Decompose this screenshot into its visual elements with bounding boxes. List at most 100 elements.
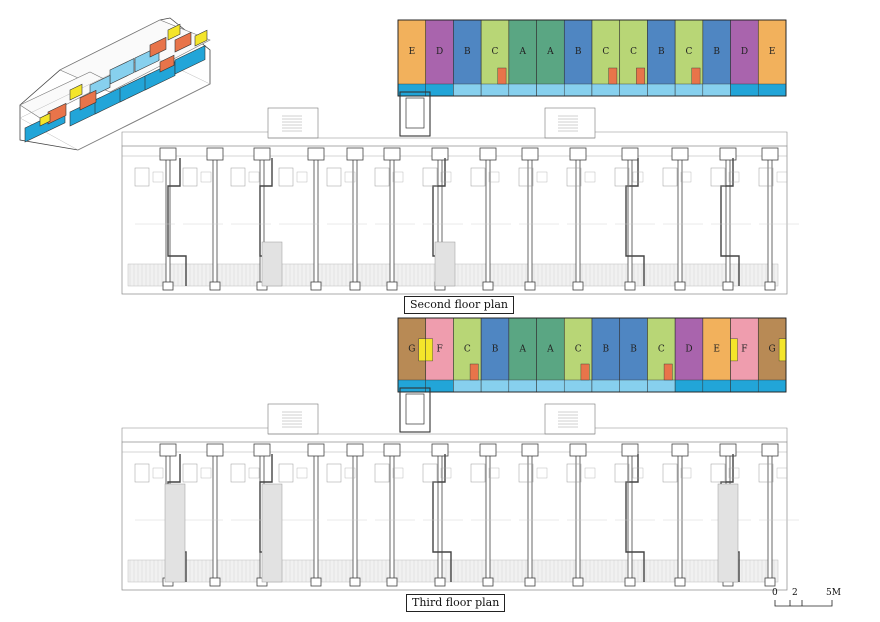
fixture	[248, 171, 260, 183]
column-head	[671, 147, 689, 161]
fixture	[200, 171, 212, 183]
column-head	[479, 443, 497, 457]
fixture	[566, 463, 582, 483]
column-head	[621, 147, 639, 161]
iso-unit-block	[39, 112, 51, 127]
unit-label-F: F	[741, 344, 747, 354]
fixture	[296, 467, 308, 479]
unit-label-C: C	[602, 47, 609, 57]
column-foot	[349, 577, 361, 587]
column-foot	[162, 281, 174, 291]
fixture	[374, 167, 390, 187]
unit-label-F: F	[436, 344, 442, 354]
building-envelope	[121, 145, 788, 295]
stair-core-right	[544, 403, 596, 435]
fixture	[728, 171, 740, 183]
column-head	[761, 147, 779, 161]
iso-unit-block	[159, 54, 175, 73]
fixture	[614, 167, 630, 187]
fixture	[422, 463, 438, 483]
unit-orange-block	[691, 67, 701, 85]
fixture	[422, 167, 438, 187]
fixture	[632, 171, 644, 183]
unit-label-C: C	[658, 344, 665, 354]
stepped-wall	[625, 454, 645, 582]
stepped-wall	[720, 158, 740, 286]
column-head	[383, 147, 401, 161]
fixture	[152, 467, 164, 479]
party-wall	[527, 449, 533, 581]
column-foot	[386, 281, 398, 291]
unit-label-A: A	[518, 47, 526, 57]
unit-yellow-block	[730, 338, 738, 362]
column-foot	[482, 281, 494, 291]
unit-label-B: B	[464, 47, 471, 57]
unit-label-B: B	[575, 47, 582, 57]
column-head	[307, 147, 325, 161]
party-wall	[437, 449, 443, 581]
column-head	[521, 443, 539, 457]
fixture	[758, 167, 774, 187]
party-wall	[575, 449, 581, 581]
column-head	[621, 443, 639, 457]
unit-label-E: E	[769, 47, 776, 57]
column-foot	[764, 281, 776, 291]
fixture	[230, 167, 246, 187]
fixture	[518, 167, 534, 187]
unit-label-B: B	[630, 344, 637, 354]
stepped-wall	[432, 454, 452, 582]
unit-key-frame	[397, 19, 787, 97]
fixture	[680, 171, 692, 183]
fixture	[470, 463, 486, 483]
fixture	[278, 463, 294, 483]
unit-label-C: C	[575, 344, 582, 354]
hatched-room	[261, 483, 283, 583]
elevator-shaft	[399, 91, 431, 137]
column-head	[761, 443, 779, 457]
iso-unit-block	[167, 23, 181, 41]
fixture	[440, 171, 452, 183]
fixture	[182, 167, 198, 187]
column-head	[159, 443, 177, 457]
fixture	[296, 171, 308, 183]
column-head	[719, 443, 737, 457]
column-head	[569, 147, 587, 161]
fixture	[776, 171, 788, 183]
hatched-room	[164, 483, 186, 583]
unit-label-D: D	[741, 47, 748, 57]
column-head	[253, 443, 271, 457]
column-foot	[722, 281, 734, 291]
fixture	[758, 463, 774, 483]
fixture	[182, 463, 198, 483]
floor-plan-group	[121, 387, 799, 591]
column-foot	[674, 577, 686, 587]
column-head	[383, 443, 401, 457]
fixture	[728, 467, 740, 479]
fixture	[680, 467, 692, 479]
fixture	[344, 171, 356, 183]
column-foot	[674, 281, 686, 291]
column-foot	[209, 281, 221, 291]
unit-orange-block	[497, 67, 507, 85]
unit-orange-block	[469, 363, 479, 381]
column-foot	[482, 577, 494, 587]
column-foot	[572, 281, 584, 291]
hatched-room	[261, 241, 283, 287]
iso-unit-block	[194, 29, 208, 47]
party-wall	[313, 449, 319, 581]
column-foot	[386, 577, 398, 587]
unit-label-B: B	[603, 344, 610, 354]
fixture	[518, 463, 534, 483]
column-head	[671, 443, 689, 457]
fixture	[662, 463, 678, 483]
fixture	[326, 463, 342, 483]
fixture	[152, 171, 164, 183]
third-floor-plan-caption: Third floor plan	[406, 594, 506, 612]
fixture	[488, 171, 500, 183]
fixture	[584, 171, 596, 183]
iso-unit-block	[149, 36, 167, 58]
column-head	[431, 147, 449, 161]
